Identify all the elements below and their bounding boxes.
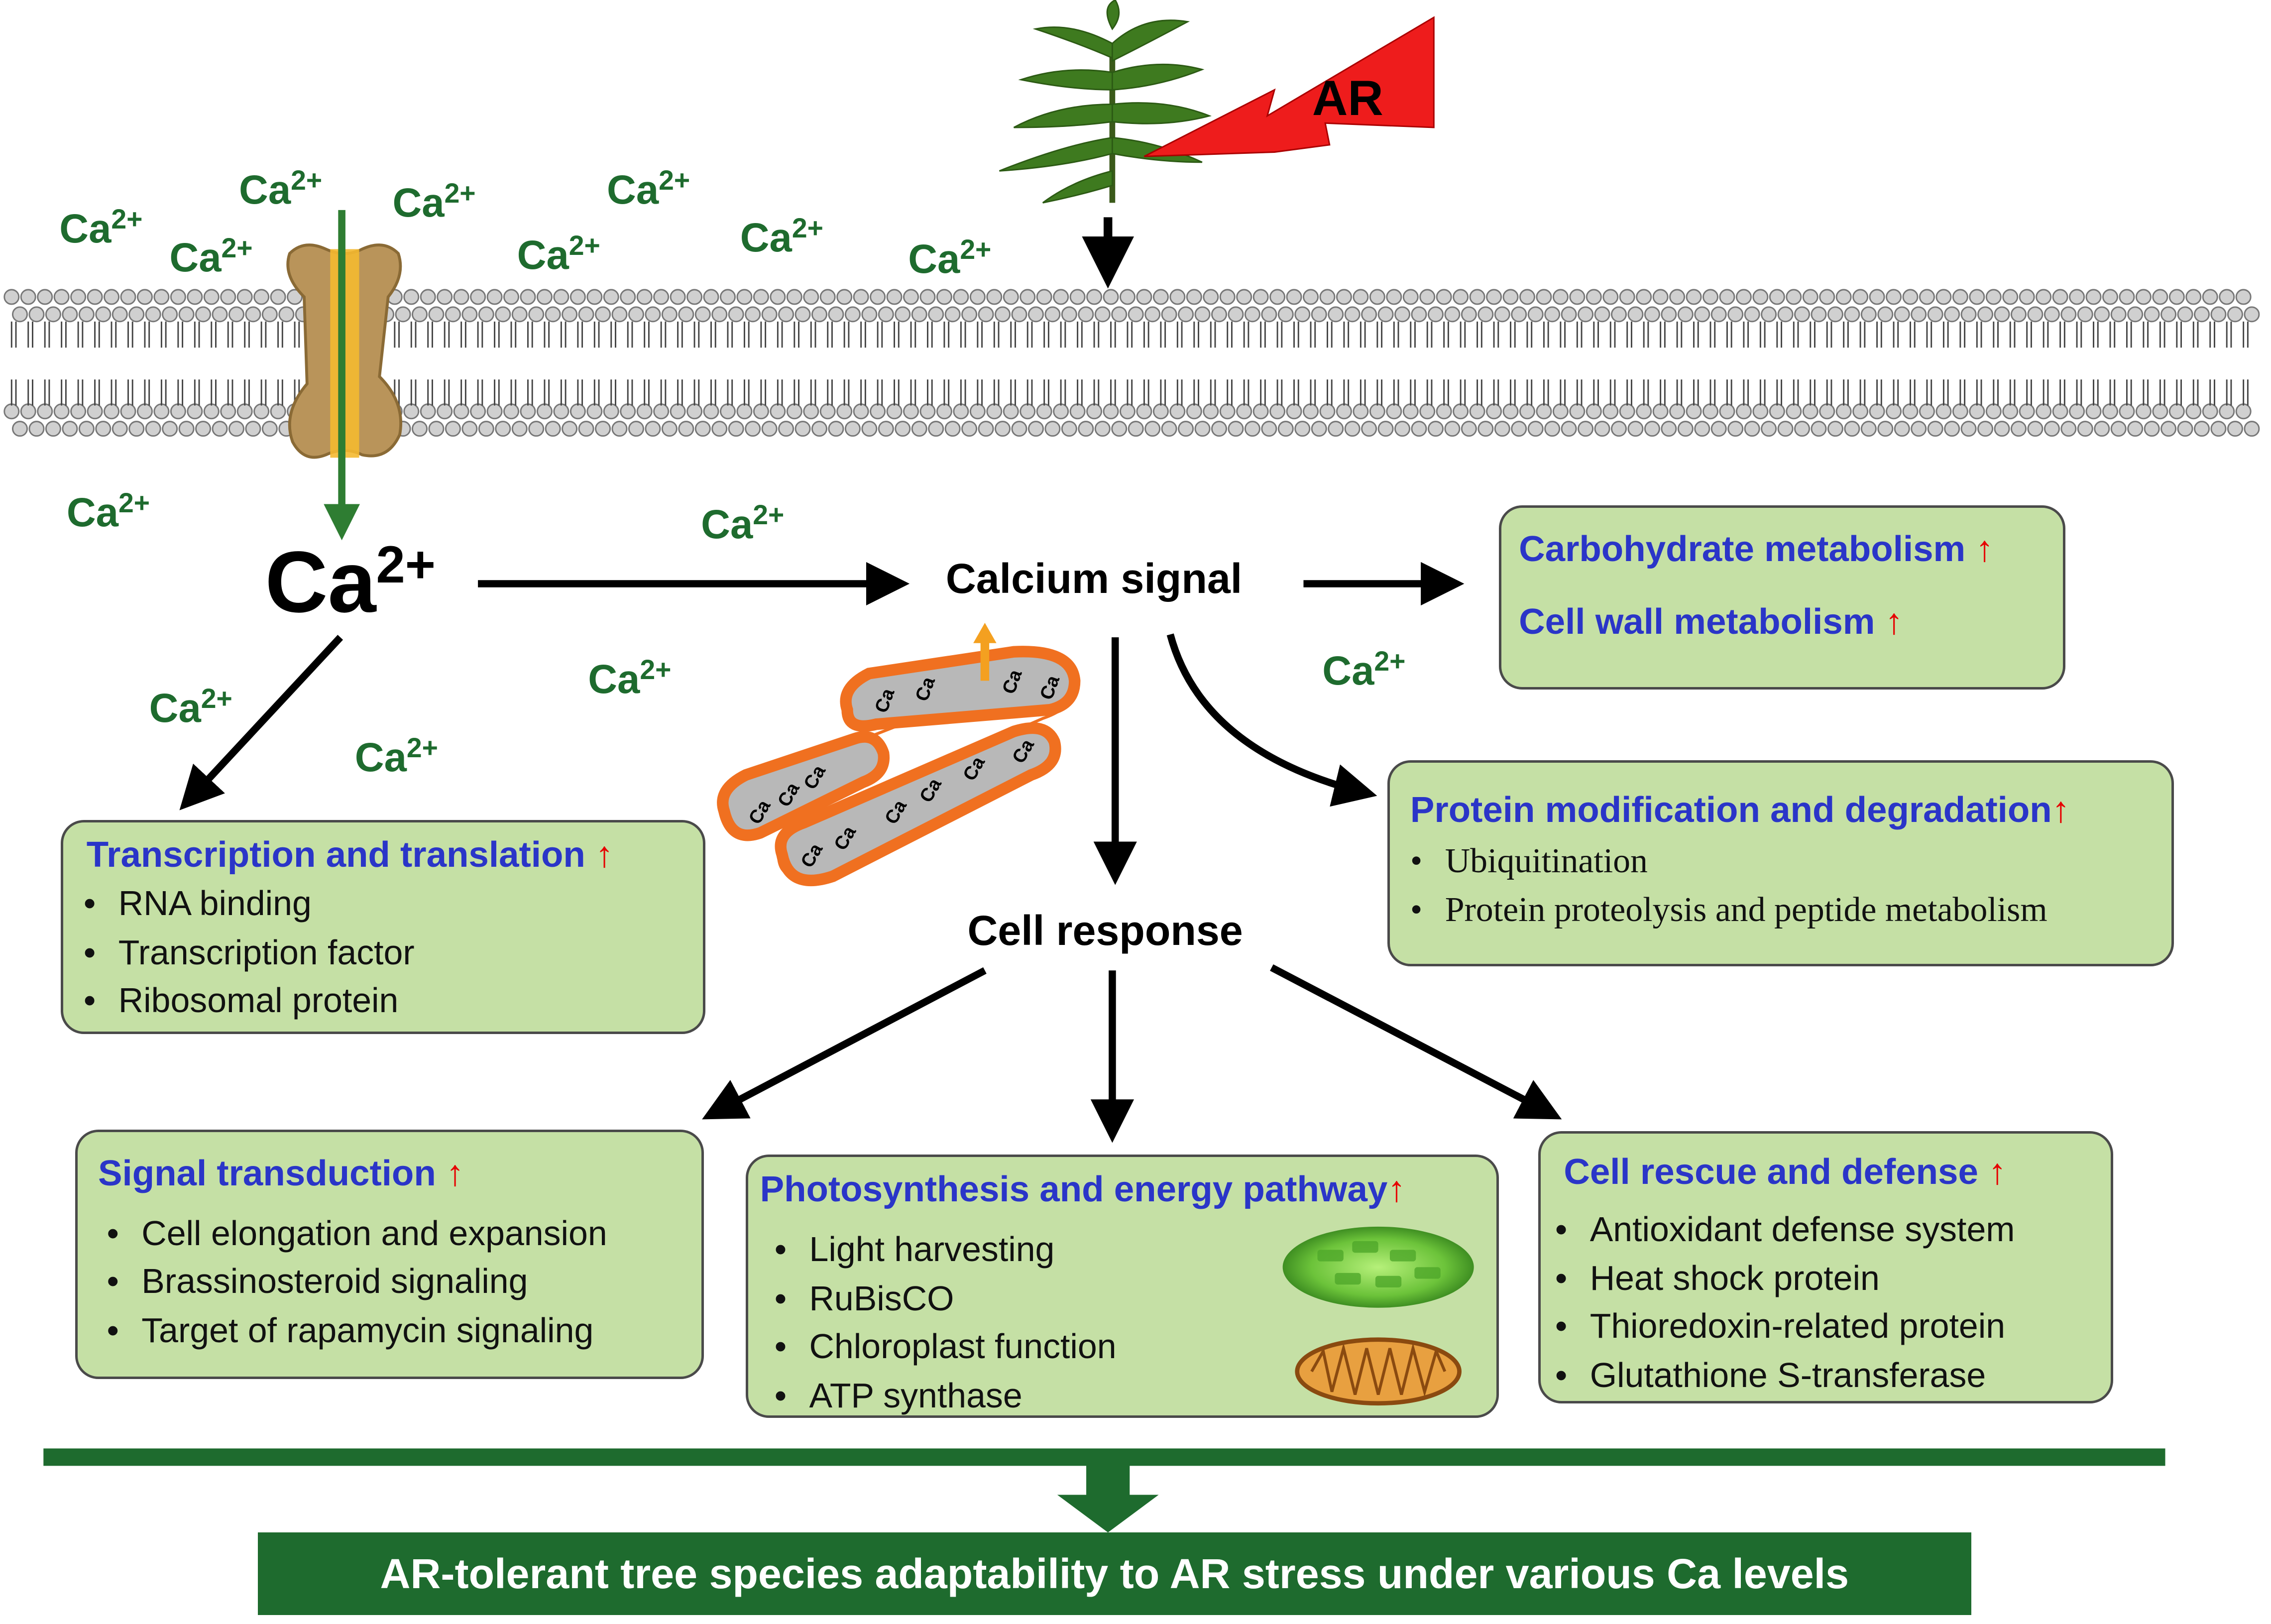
list-item: •RNA binding	[83, 883, 312, 923]
protein-box: Protein modification and degradation↑ •U…	[1387, 760, 2174, 966]
list-item: •Transcription factor	[83, 932, 415, 972]
list-item: •Thioredoxin-related protein	[1555, 1306, 2006, 1346]
ca-ion: Ca2+	[517, 230, 600, 278]
list-item: •Protein proteolysis and peptide metabol…	[1410, 891, 2047, 929]
box-title: Cell rescue and defense ↑	[1564, 1152, 2007, 1192]
mitochondrion-icon	[1295, 1337, 1462, 1405]
organelle-icons	[1282, 1226, 1474, 1405]
box-title: Cell wall metabolism ↑	[1519, 601, 1903, 642]
signal-transduction-box: Signal transduction ↑ •Cell elongation a…	[75, 1130, 704, 1379]
list-item: •Target of rapamycin signaling	[107, 1311, 594, 1350]
list-item: •Chloroplast function	[774, 1327, 1117, 1366]
plant-icon	[999, 0, 1212, 204]
ca-ion: Ca2+	[588, 654, 672, 702]
ca-ion: Ca2+	[701, 499, 785, 547]
transcription-box: Transcription and translation ↑ •RNA bin…	[61, 819, 705, 1035]
photosynthesis-box: Photosynthesis and energy pathway↑ •Ligh…	[746, 1154, 1499, 1418]
ca-ion: Ca2+	[239, 164, 323, 213]
list-item: •ATP synthase	[774, 1376, 1022, 1415]
ca-ion: Ca2+	[607, 164, 690, 213]
endoplasmic-reticulum-icon	[717, 623, 1081, 887]
metabolism-box: Carbohydrate metabolism ↑ Cell wall meta…	[1499, 505, 2065, 690]
arrow-ca-to-transcription	[179, 635, 343, 811]
ca-ion: Ca2+	[169, 232, 253, 281]
box-title: Photosynthesis and energy pathway↑	[760, 1169, 1406, 1210]
box-title: Transcription and translation ↑	[86, 834, 614, 875]
intracellular-ca-label: Ca2+	[265, 533, 436, 631]
calcium-signal-label: Calcium signal	[945, 555, 1243, 602]
list-item: •Cell elongation and expansion	[107, 1214, 607, 1253]
arrow-response-to-signal-transduction	[702, 967, 987, 1120]
cell-rescue-box: Cell rescue and defense ↑ •Antioxidant d…	[1538, 1131, 2113, 1404]
list-item: •Light harvesting	[774, 1230, 1055, 1269]
conclusion-banner: AR-tolerant tree species adaptability to…	[257, 1532, 1971, 1615]
ca-ion: Ca2+	[149, 683, 232, 731]
chloroplast-icon	[1282, 1226, 1474, 1308]
list-item: •Glutathione S-transferase	[1555, 1356, 1986, 1395]
arrow-response-to-rescue	[1270, 964, 1562, 1120]
list-item: •Ribosomal protein	[83, 980, 399, 1020]
cell-membrane	[3, 289, 2260, 437]
conclusion-arrow	[1057, 1463, 1159, 1533]
ca-ion: Ca2+	[392, 177, 476, 226]
ca-ion: Ca2+	[66, 487, 150, 536]
list-item: •RuBisCO	[774, 1279, 954, 1318]
stress-label: AR	[1312, 70, 1383, 125]
box-title: Signal transduction ↑	[98, 1153, 464, 1194]
ca-ion: Ca2+	[908, 234, 992, 282]
list-item: •Antioxidant defense system	[1555, 1209, 2015, 1249]
ca-ion: Ca2+	[740, 212, 823, 260]
ca-ion: Ca2+	[59, 204, 143, 252]
list-item: •Brassinosteroid signaling	[107, 1262, 528, 1301]
stress-lightning-bolt	[1143, 16, 1435, 157]
list-item: •Ubiquitination	[1410, 841, 1648, 880]
list-item: •Heat shock protein	[1555, 1259, 1880, 1298]
box-title: Protein modification and degradation↑	[1410, 789, 2070, 830]
ca-ion: Ca2+	[1322, 645, 1406, 694]
arrow-signal-to-protein	[1166, 633, 1377, 807]
box-title: Carbohydrate metabolism ↑	[1519, 529, 1994, 570]
ca-ion: Ca2+	[354, 732, 438, 781]
cell-response-label: Cell response	[967, 907, 1243, 954]
